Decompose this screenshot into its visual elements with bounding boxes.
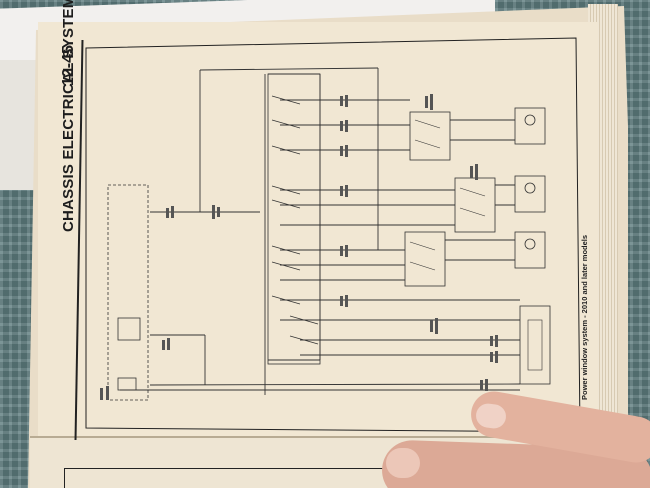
master-switch-contacts xyxy=(271,95,319,345)
passenger-motor xyxy=(514,231,546,269)
driver-motor-module xyxy=(519,305,551,385)
thumb-nail xyxy=(386,448,420,478)
master-switch-outline xyxy=(267,73,321,365)
right-rear-window-switch xyxy=(409,111,451,161)
manual-page xyxy=(38,22,598,450)
left-rear-window-switch xyxy=(454,177,496,233)
passenger-window-switch xyxy=(404,231,446,287)
wire-label-marks xyxy=(100,94,498,400)
window-motors xyxy=(514,107,551,385)
relay-box xyxy=(117,317,141,341)
right-rear-motor xyxy=(514,107,546,145)
diagram-frame xyxy=(85,37,581,433)
left-rear-motor xyxy=(514,175,546,213)
fuse-box-outline xyxy=(107,184,149,401)
loose-paper-edge xyxy=(0,60,40,190)
diagram-caption: Power window system - 2010 and later mod… xyxy=(580,234,589,400)
fuse-box xyxy=(117,377,137,391)
